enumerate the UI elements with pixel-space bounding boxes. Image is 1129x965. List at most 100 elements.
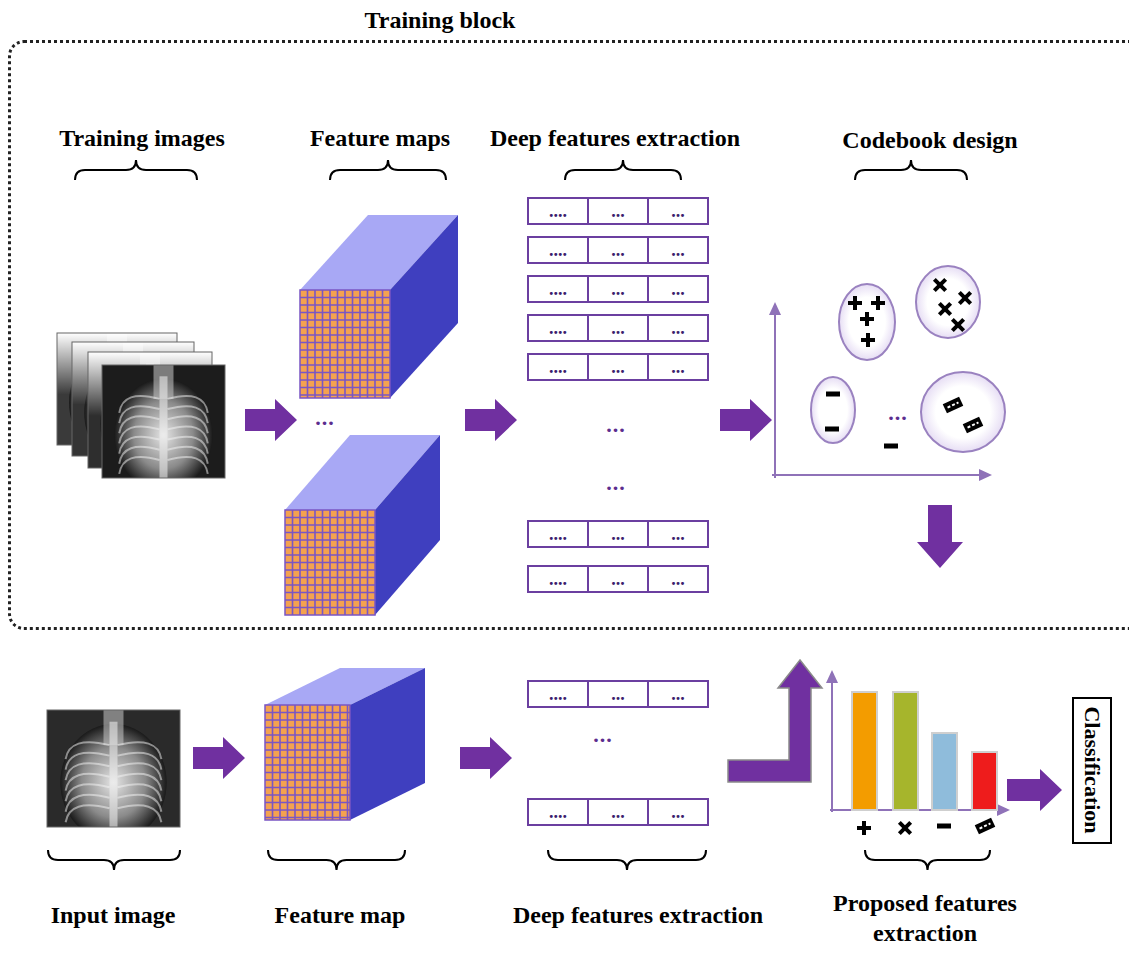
minus-symbol [826,392,840,397]
ellipsis: ... [606,472,626,494]
cube-grid [265,772,350,774]
axis-head [769,302,781,315]
cube-grid [314,290,316,398]
cube-grid [265,794,350,796]
odd-body [963,417,984,434]
plus-bar [958,291,972,305]
cube-grid [285,562,375,564]
cube-grid [285,524,375,526]
cross-symbol [929,274,952,297]
histogram-bar [893,692,918,810]
vector-cell: .... [529,800,587,824]
cube-front [265,705,350,820]
vector-cell: ... [587,199,647,223]
cube-grid [285,607,375,609]
feature-vector-row: .......... [527,798,709,826]
block-arrow [728,660,822,782]
xray-rib [118,805,162,822]
cluster-ellipse [916,266,980,338]
brace [548,850,706,870]
vector-cell: ... [587,682,647,706]
cube-grid [300,312,390,314]
feature-map-cube [285,435,440,615]
feature-map-cube [265,668,425,820]
xray-rib [119,457,159,474]
cube-grid [265,727,350,729]
cube-grid [285,547,375,549]
vector-cell: ... [647,567,707,591]
cube-grid [285,517,375,519]
vector-cell: .... [529,277,587,301]
cube-grid [265,712,350,714]
cube-front [285,510,375,615]
stage-heading: Proposed features extraction [815,888,1035,948]
block-arrow [720,399,772,441]
axis-line [831,680,833,812]
brace [855,160,967,180]
cube-grid [285,554,375,556]
cube-grid [265,817,350,819]
plus-symbol [871,296,885,310]
plus-bar [958,291,972,305]
cube-grid [300,319,390,321]
plus-bar [938,302,952,316]
cube-front [300,290,390,398]
minus-symbol [937,824,951,829]
cross-symbol [954,287,977,310]
odd-stripe [948,402,959,407]
cube-grid [322,290,324,398]
vector-cell: .... [529,316,587,340]
feature-vector-row: .......... [527,680,709,708]
feature-map-cube [300,215,458,398]
cube-grid [265,757,350,759]
plus-bar [866,333,870,347]
brace [565,160,681,180]
plus-bar [951,318,965,332]
cube-grid [300,364,390,366]
axis-line [772,474,982,476]
block-arrow [465,399,517,441]
minus-symbol [825,427,839,432]
xray-border [102,365,225,478]
xray-image [47,710,180,827]
cluster-ellipse [811,377,855,443]
cube-grid [367,290,369,398]
odd-stripe [980,823,991,828]
xray-spine [160,376,168,478]
cube-grid [300,394,390,396]
cross-symbol [947,314,970,337]
block-title: Training block [365,6,516,34]
cube-grid [337,290,339,398]
axis-line [774,312,776,478]
vector-cell: .... [529,682,587,706]
feature-vector-row: .......... [527,197,709,225]
vector-cell: .... [529,567,587,591]
block-arrow [245,399,297,441]
vector-cell: ... [587,238,647,262]
plus-bar [951,318,965,332]
cube-grid [265,779,350,781]
odd-stripe [968,422,979,427]
cube-grid [300,297,390,299]
cube-grid [265,787,350,789]
cube-grid [265,742,350,744]
feature-vector-row: .......... [527,353,709,381]
axis-head [997,804,1010,816]
axis-head [826,670,838,683]
cube-grid [300,327,390,329]
plus-bar [865,312,869,326]
odd-symbol [943,397,964,414]
vector-cell: ... [647,800,707,824]
axis-head [979,469,992,481]
cube-grid [285,577,375,579]
minus-symbol [884,444,898,449]
vector-cell: ... [647,355,707,379]
stage-heading: Training images [59,123,225,153]
cube-side [350,668,425,820]
stage-heading: Codebook design [842,125,1017,155]
plus-bar [933,278,947,292]
cube-grid [300,304,390,306]
stage-heading: Deep features extraction [490,123,740,153]
stage-heading: Input image [51,900,176,930]
vector-cell: ... [587,355,647,379]
